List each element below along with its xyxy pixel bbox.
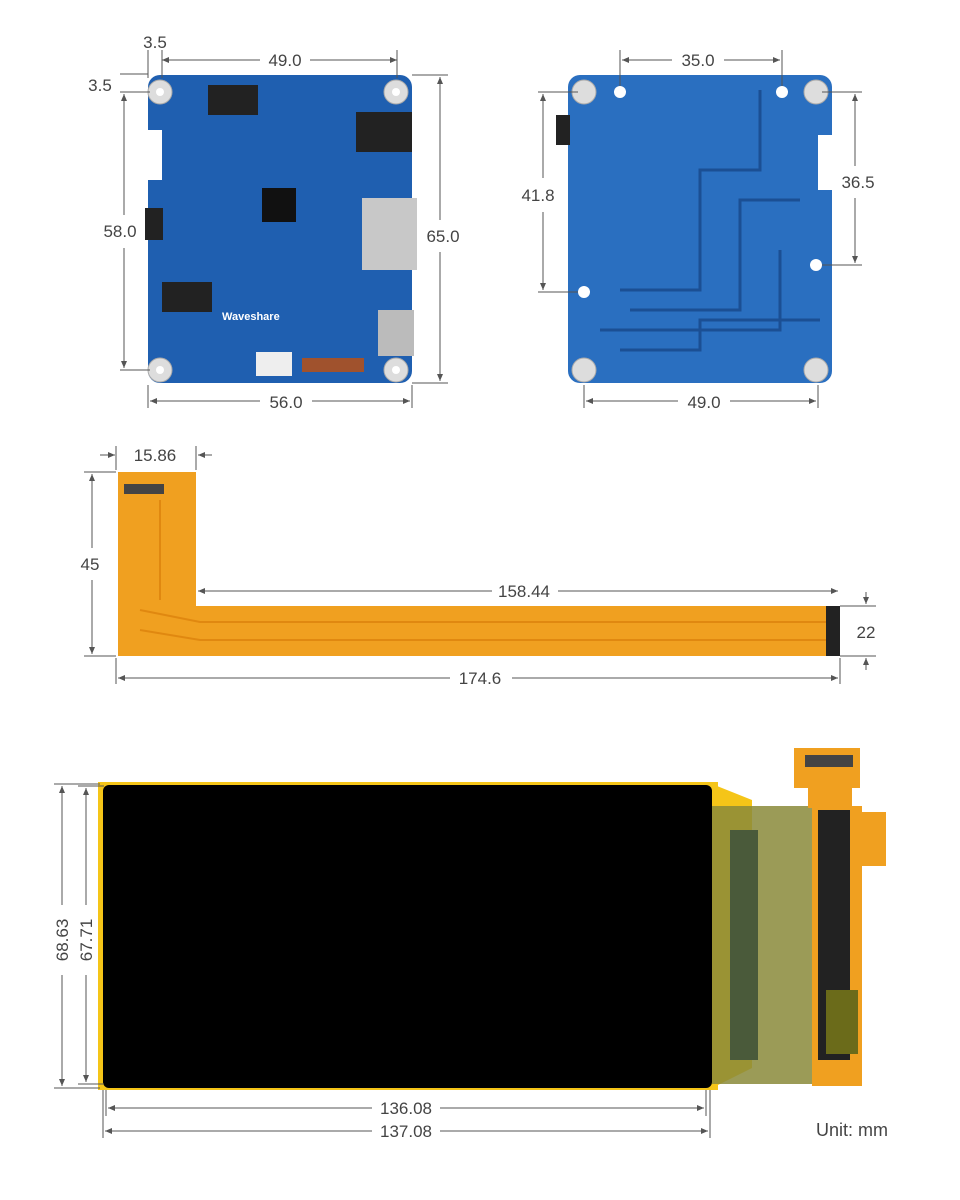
dim-top-offset: 3.5	[88, 76, 112, 95]
front-board-dimensions: 3.5 49.0 3.5 58.0 65.0 56.0	[88, 33, 459, 412]
dim-width: 56.0	[269, 393, 302, 412]
brand-logo: Waveshare	[222, 311, 280, 323]
dim-strip-length: 158.44	[498, 582, 550, 601]
dim-height: 65.0	[426, 227, 459, 246]
dim-left-span: 41.8	[521, 186, 554, 205]
dim-active-width: 136.08	[380, 1099, 432, 1118]
dim-outer-width: 137.08	[380, 1122, 432, 1141]
dim-left-offset: 3.5	[143, 33, 167, 52]
back-board	[556, 75, 832, 383]
front-board: Waveshare	[145, 75, 417, 383]
dim-outer-height: 68.63	[53, 919, 72, 962]
dim-total-length: 174.6	[459, 669, 502, 688]
dim-hole-span-h: 49.0	[268, 51, 301, 70]
unit-label: Unit: mm	[816, 1120, 888, 1140]
dim-bottom-span: 49.0	[687, 393, 720, 412]
dim-hole-span-v: 58.0	[103, 222, 136, 241]
lcd-panel	[98, 748, 886, 1090]
fpc-cable	[118, 472, 840, 656]
lcd-dimensions: 68.63 67.71 136.08 137.08	[53, 783, 711, 1141]
dim-active-height: 67.71	[77, 919, 96, 962]
dim-tab-width: 15.86	[134, 446, 177, 465]
back-board-dimensions: 35.0 41.8 36.5 49.0	[521, 50, 875, 412]
dim-tab-height: 45	[81, 555, 100, 574]
dim-right-span: 36.5	[841, 173, 874, 192]
dim-top-span: 35.0	[681, 51, 714, 70]
fpc-dimensions: 15.86 45 158.44 22 174.6	[81, 446, 876, 688]
dim-strip-width: 22	[857, 623, 876, 642]
